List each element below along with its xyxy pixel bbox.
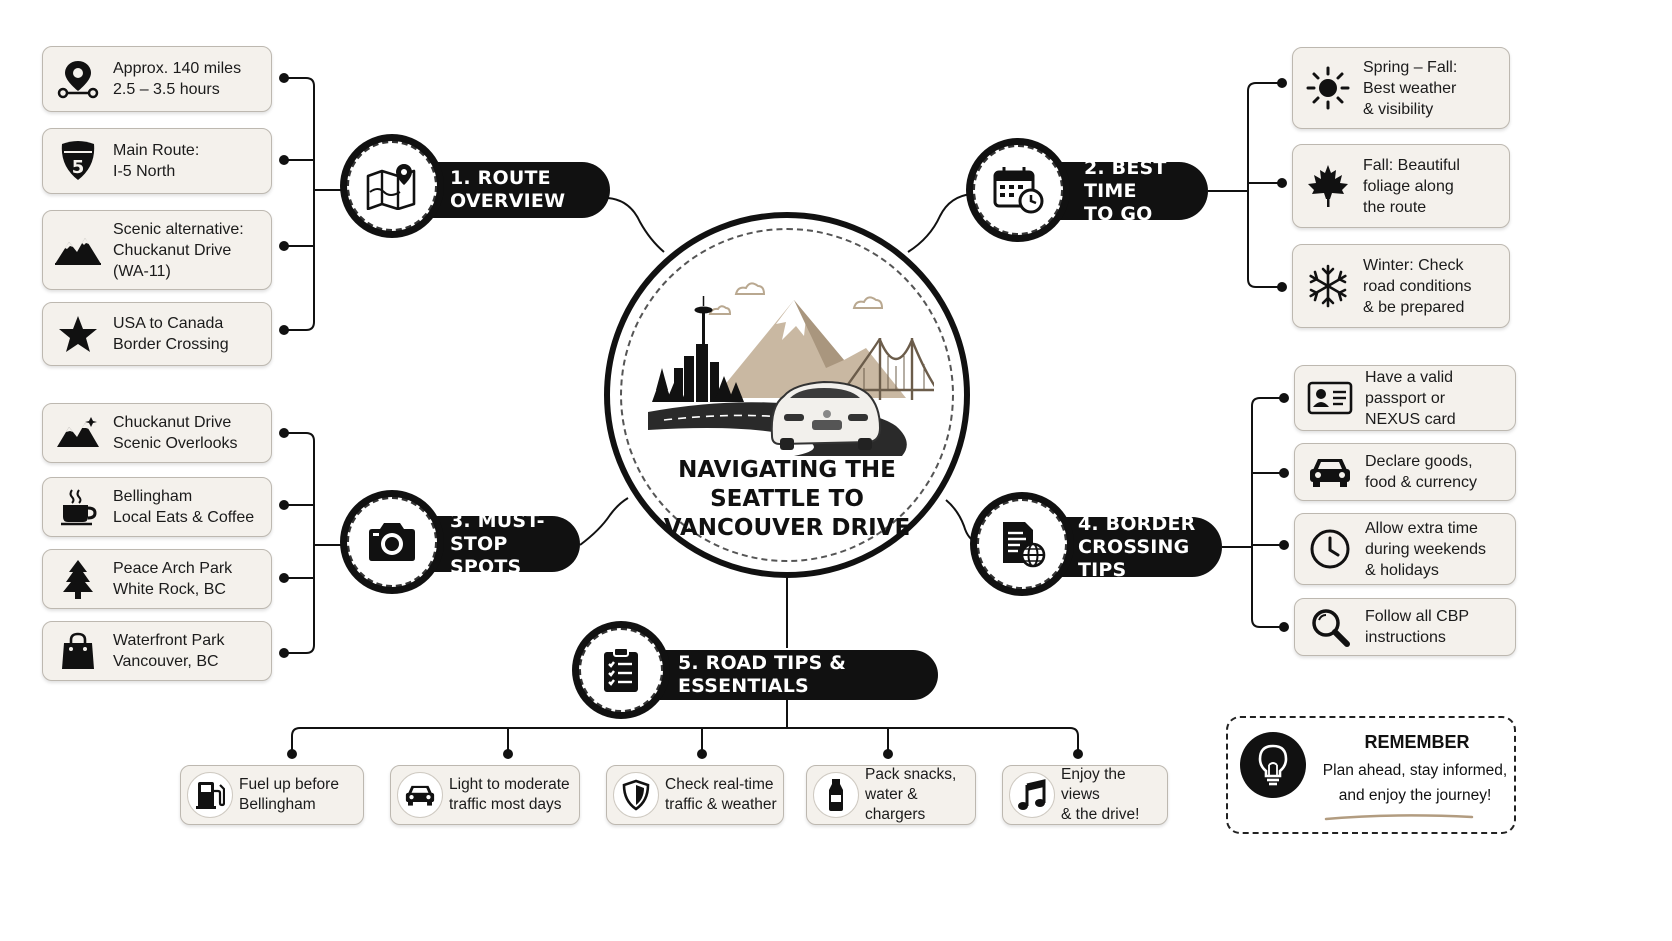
stop-item-waterfront: Waterfront Park Vancouver, BC <box>42 621 272 681</box>
checklist-clipboard-icon <box>604 647 638 692</box>
route-item-text: Approx. 140 miles 2.5 – 3.5 hours <box>113 60 242 98</box>
interstate-shield-icon: 5 <box>61 141 95 180</box>
road-item-check: Check real-time traffic & weather <box>606 765 784 825</box>
id-card-icon <box>1307 381 1353 415</box>
time-item-text: Winter: Check road conditions & be prepa… <box>1363 256 1472 316</box>
border-item-text: Have a valid passport or NEXUS card <box>1365 368 1456 428</box>
route-item-distance: Approx. 140 miles 2.5 – 3.5 hours <box>42 46 272 112</box>
time-item-text: Spring – Fall: Best weather & visibility <box>1363 58 1458 118</box>
route-item-scenic: Scenic alternative: Chuckanut Drive (WA-… <box>42 210 272 290</box>
road-item-traffic: Light to moderate traffic most days <box>390 765 580 825</box>
car-icon <box>1310 459 1350 487</box>
pine-tree-icon <box>63 560 93 599</box>
border-item-text: Follow all CBP instructions <box>1365 608 1470 646</box>
calendar-clock-icon <box>993 167 1044 214</box>
time-item-fall: Fall: Beautiful foliage along the route <box>1292 144 1510 228</box>
magnifier-icon <box>1312 609 1350 647</box>
category-medal <box>340 490 444 594</box>
route-item-text: Main Route: I-5 North <box>113 142 200 180</box>
category-medal <box>966 138 1070 242</box>
road-item-text: Check real-time traffic & weather <box>665 776 777 813</box>
shield-icon <box>622 779 650 811</box>
time-item-winter: Winter: Check road conditions & be prepa… <box>1292 244 1510 328</box>
map-icon <box>366 164 416 210</box>
bottle-icon <box>829 779 843 811</box>
location-pin-icon <box>57 61 99 99</box>
road-item-text: Enjoy the views & the drive! <box>1061 766 1140 823</box>
coffee-cup-icon <box>61 489 97 526</box>
stop-item-text: Waterfront Park Vancouver, BC <box>113 632 225 670</box>
hub-title: NAVIGATING THE SEATTLE TO VANCOUVER DRIV… <box>663 457 911 541</box>
car-icon <box>405 785 435 806</box>
stop-item-text: Chuckanut Drive Scenic Overlooks <box>113 414 238 452</box>
lightbulb-icon <box>1258 744 1288 786</box>
stop-item-peace-arch: Peace Arch Park White Rock, BC <box>42 549 272 609</box>
border-item-text: Allow extra time during weekends & holid… <box>1365 519 1486 579</box>
road-item-text: Pack snacks, water & chargers <box>865 766 957 823</box>
route-item-text: USA to Canada Border Crossing <box>113 315 229 353</box>
road-item-text: Fuel up before Bellingham <box>239 776 339 813</box>
road-item-fuel: Fuel up before Bellingham <box>180 765 364 825</box>
road-item-snacks: Pack snacks, water & chargers <box>806 765 976 825</box>
camera-icon <box>369 523 415 561</box>
route-item-border: USA to Canada Border Crossing <box>42 302 272 366</box>
svg-text:5: 5 <box>72 157 85 178</box>
border-item-cbp: Follow all CBP instructions <box>1294 598 1516 656</box>
snowflake-icon <box>1309 264 1347 308</box>
border-item-passport: Have a valid passport or NEXUS card <box>1294 365 1516 431</box>
stop-item-text: Peace Arch Park White Rock, BC <box>113 560 233 598</box>
border-item-text: Declare goods, food & currency <box>1365 453 1478 491</box>
remember-title: REMEMBER <box>1364 732 1470 752</box>
fuel-pump-icon <box>196 782 225 809</box>
route-item-text: Scenic alternative: Chuckanut Drive (WA-… <box>113 220 244 280</box>
mountains-icon <box>57 417 99 447</box>
border-item-extra-time: Allow extra time during weekends & holid… <box>1294 513 1516 585</box>
maple-leaf-icon <box>1308 165 1348 207</box>
category-medal <box>340 134 444 238</box>
category-label: 5. ROAD TIPS & ESSENTIALS <box>620 650 938 700</box>
seattle-vancouver-scene-illustration <box>648 282 934 456</box>
central-hub: NAVIGATING THE SEATTLE TO VANCOUVER DRIV… <box>604 212 970 578</box>
stop-item-text: Bellingham Local Eats & Coffee <box>113 488 255 526</box>
time-item-spring: Spring – Fall: Best weather & visibility <box>1292 47 1510 129</box>
category-medal <box>970 492 1074 596</box>
route-item-main: 5 Main Route: I-5 North <box>42 128 272 194</box>
time-item-text: Fall: Beautiful foliage along the route <box>1363 156 1460 216</box>
road-item-enjoy: Enjoy the views & the drive! <box>1002 765 1168 825</box>
hub-dashed-ring <box>620 228 954 562</box>
remember-body: Plan ahead, stay informed, and enjoy the… <box>1322 762 1508 804</box>
stop-item-bellingham: Bellingham Local Eats & Coffee <box>42 477 272 537</box>
category-medal <box>572 621 670 719</box>
music-note-icon <box>1018 779 1046 810</box>
border-item-declare: Declare goods, food & currency <box>1294 443 1516 501</box>
shopping-bag-icon <box>62 632 94 669</box>
road-item-text: Light to moderate traffic most days <box>449 776 570 813</box>
clock-icon <box>1310 529 1350 569</box>
remember-box: REMEMBER Plan ahead, stay informed, and … <box>1226 716 1516 834</box>
sun-icon <box>1306 66 1350 110</box>
document-globe-icon <box>1003 522 1046 568</box>
star-icon <box>59 316 97 352</box>
stop-item-overlooks: Chuckanut Drive Scenic Overlooks <box>42 403 272 463</box>
lightbulb-badge <box>1240 732 1306 798</box>
underline-swash <box>1324 814 1474 821</box>
mountains-icon <box>55 238 101 265</box>
